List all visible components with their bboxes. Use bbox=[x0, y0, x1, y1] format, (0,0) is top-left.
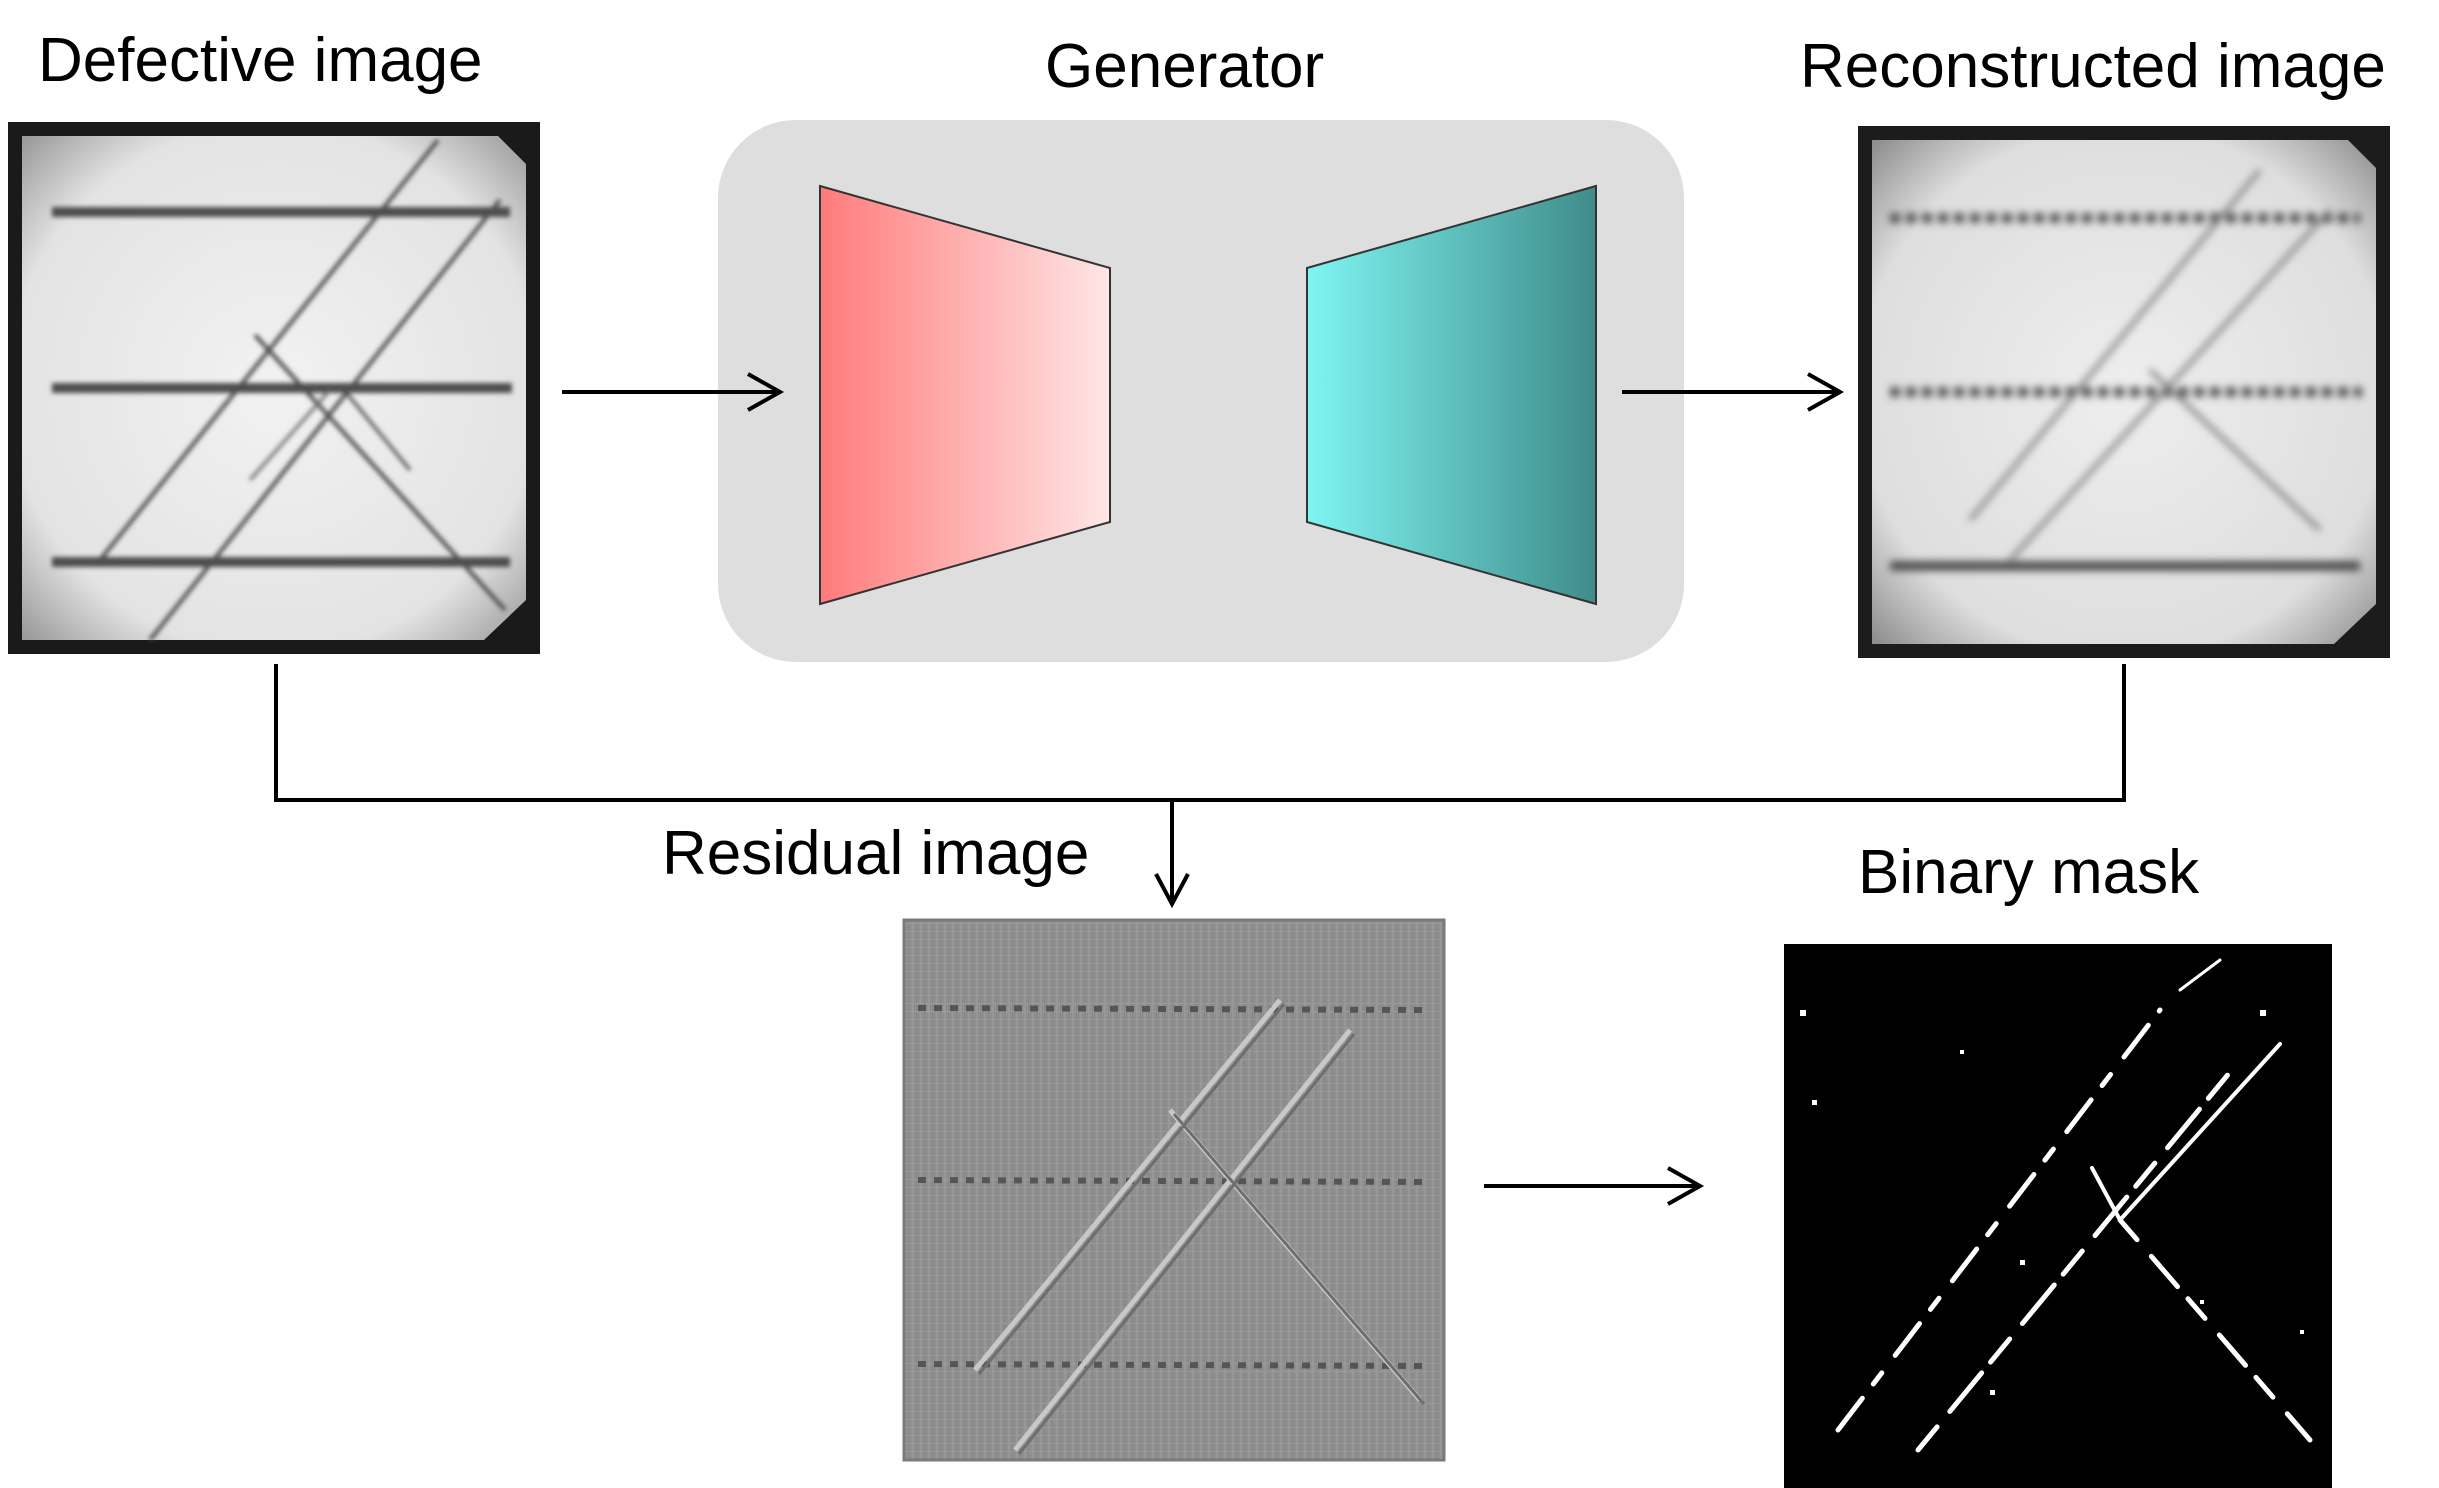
residual-image bbox=[902, 918, 1446, 1462]
decoder-trapezoid bbox=[1306, 184, 1597, 606]
connectors bbox=[274, 372, 2126, 1206]
binary-mask-image bbox=[1784, 944, 2332, 1488]
binary-mask-label: Binary mask bbox=[1858, 838, 2200, 907]
arrowhead-to-residual bbox=[1154, 873, 1190, 909]
generator-label: Generator bbox=[1045, 32, 1325, 101]
arrowhead-defective-to-generator bbox=[747, 372, 785, 412]
arrowhead-residual-to-mask bbox=[1667, 1166, 1705, 1206]
defective-image-label: Defective image bbox=[38, 26, 483, 95]
residual-image-label: Residual image bbox=[662, 819, 1090, 888]
arrowhead-generator-to-reconstructed bbox=[1807, 372, 1845, 412]
generator-block bbox=[718, 120, 1684, 662]
encoder-trapezoid bbox=[819, 184, 1111, 606]
reconstructed-image bbox=[1858, 126, 2390, 658]
reconstructed-image-label: Reconstructed image bbox=[1800, 32, 2386, 101]
bracket-connector bbox=[274, 664, 2126, 802]
defective-image bbox=[8, 122, 540, 654]
